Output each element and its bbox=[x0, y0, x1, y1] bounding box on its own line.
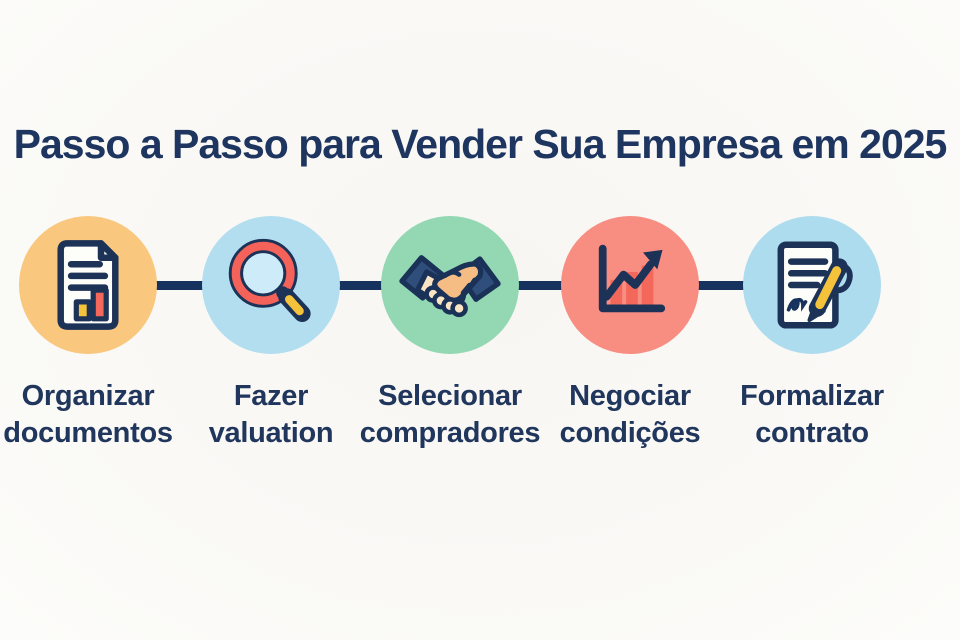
contract-pen-icon bbox=[777, 241, 853, 329]
step-label-line: Fazer bbox=[233, 380, 309, 412]
step-label-line: compradores bbox=[359, 417, 541, 449]
step-label-line: contrato bbox=[755, 417, 869, 449]
step-label-line: valuation bbox=[208, 417, 334, 449]
step-1-circle bbox=[19, 216, 157, 354]
step-4-circle bbox=[561, 216, 699, 354]
step-label-line: Negociar bbox=[569, 380, 691, 412]
line-chart-icon bbox=[598, 244, 666, 313]
step-3-label: Selecionar compradores bbox=[359, 378, 541, 452]
step-4: Negociar condições bbox=[530, 216, 730, 452]
step-5-circle bbox=[743, 216, 881, 354]
document-chart-icon bbox=[57, 240, 119, 330]
step-label-line: condições bbox=[559, 417, 701, 449]
step-label-line: documentos bbox=[3, 417, 173, 449]
step-3: Selecionar compradores bbox=[350, 216, 550, 452]
step-label-line: Formalizar bbox=[740, 380, 884, 412]
step-4-label: Negociar condições bbox=[560, 378, 701, 452]
step-2-circle bbox=[202, 216, 340, 354]
step-3-circle bbox=[381, 216, 519, 354]
step-5: Formalizar contrato bbox=[712, 216, 912, 452]
step-label-line: Organizar bbox=[21, 380, 155, 412]
step-2: Fazer valuation bbox=[171, 216, 371, 452]
step-2-label: Fazer valuation bbox=[209, 378, 334, 452]
step-5-label: Formalizar contrato bbox=[740, 378, 884, 452]
page-title: Passo a Passo para Vender Sua Empresa em… bbox=[13, 121, 948, 167]
step-1-label: Organizar documentos bbox=[3, 378, 173, 452]
magnifier-icon bbox=[228, 238, 311, 323]
handshake-icon bbox=[399, 255, 501, 318]
step-1: Organizar documentos bbox=[0, 216, 188, 452]
step-label-line: Selecionar bbox=[378, 380, 522, 412]
